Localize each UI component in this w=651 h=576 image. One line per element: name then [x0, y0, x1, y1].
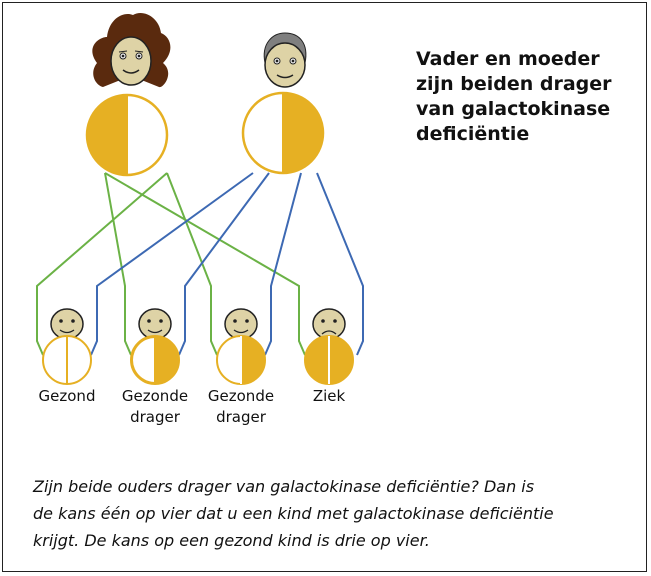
- mother-figure: [85, 13, 171, 177]
- child-carrier-2: [216, 308, 266, 385]
- father-face: [264, 42, 306, 88]
- child-label-carrier-2: Gezonde drager: [199, 386, 283, 428]
- child-face: [138, 308, 172, 340]
- caption-line: de kans één op vier dat u een kind met g…: [33, 504, 554, 523]
- child-label-line: Gezonde: [207, 387, 275, 405]
- father-line-to-child-3: [264, 172, 302, 356]
- child-label-line: Gezonde: [121, 387, 189, 405]
- caption-line: Zijn beide ouders drager van galactokina…: [33, 477, 535, 496]
- caption-line: krijgt. De kans op een gezond kind is dr…: [33, 531, 430, 550]
- child-affected: [304, 308, 354, 385]
- father-allele-lines: [90, 172, 364, 356]
- child-label-line: Gezond: [38, 387, 96, 405]
- father-carrier-half: [283, 93, 323, 173]
- father-figure: [241, 32, 325, 175]
- heading-line: deficiëntie: [416, 123, 530, 145]
- inheritance-diagram: [36, 13, 364, 385]
- mother-carrier-half: [87, 95, 127, 175]
- heading-line: zijn beiden drager: [416, 73, 612, 95]
- diagram-heading: Vader en moeder zijn beiden drager van g…: [416, 47, 641, 147]
- heading-line: Vader en moeder: [416, 48, 600, 70]
- child-face: [224, 308, 258, 340]
- caption-text: Zijn beide ouders drager van galactokina…: [33, 473, 643, 554]
- child-label-line: drager: [130, 408, 180, 426]
- father-line-to-child-2: [178, 172, 270, 356]
- child-healthy: [42, 308, 92, 385]
- child-label-line: drager: [216, 408, 266, 426]
- child-label-carrier-1: Gezonde drager: [113, 386, 197, 428]
- mother-line-to-child-4: [104, 172, 306, 356]
- mother-line-to-child-2: [104, 172, 132, 356]
- mother-face: [110, 36, 152, 86]
- child-label-affected: Ziek: [287, 386, 371, 407]
- mother-allele-lines: [36, 172, 306, 356]
- mother-line-to-child-3: [166, 172, 218, 356]
- child-face: [50, 308, 84, 340]
- mother-line-to-child-1: [36, 172, 168, 356]
- father-line-to-child-4: [316, 172, 364, 356]
- child-label-healthy: Gezond: [25, 386, 109, 407]
- father-line-to-child-1: [90, 172, 254, 356]
- child-face: [312, 308, 346, 340]
- child-label-line: Ziek: [312, 387, 346, 405]
- child-carrier-1: [130, 308, 180, 385]
- heading-line: van galactokinase: [416, 98, 611, 120]
